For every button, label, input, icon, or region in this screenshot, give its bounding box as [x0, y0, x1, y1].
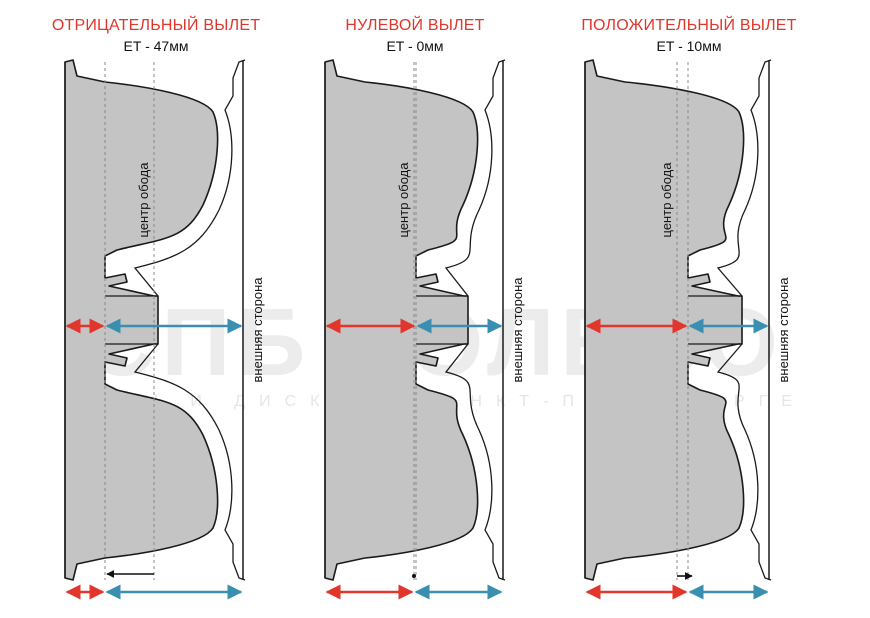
panel-et-zero: ET - 0мм [386, 38, 444, 54]
outer-side-label: внешняя сторона [776, 277, 791, 383]
panel-et-positive: ET - 10мм [656, 38, 722, 54]
rim-inner-contour [64, 59, 246, 581]
center-label: центр обода [396, 162, 411, 238]
panel-title-negative: ОТРИЦАТЕЛЬНЫЙ ВЫЛЕТ [51, 17, 261, 34]
rim-panel-positive: центр обода внешняя сторона [584, 59, 791, 600]
offset-dot [412, 574, 416, 578]
rim-inner-contour [584, 59, 772, 581]
outer-side-label: внешняя сторона [250, 277, 265, 383]
rim-cross-section [584, 59, 745, 581]
rim-inner-contour [324, 59, 506, 581]
panel-title-positive: ПОЛОЖИТЕЛЬНЫЙ ВЫЛЕТ [581, 17, 797, 34]
panel-title-zero: НУЛЕВОЙ ВЫЛЕТ [345, 17, 485, 34]
panel-et-negative: ET - 47мм [123, 38, 189, 54]
center-label: центр обода [659, 162, 674, 238]
rim-panel-zero: центр обода внешняя сторона [324, 59, 525, 600]
outer-side-label: внешняя сторона [510, 277, 525, 383]
rim-cross-section [324, 59, 479, 581]
rim-panel-negative: центр обода внешняя сторона [64, 59, 265, 600]
panels: центр обода внешняя сторона центр обода вне… [64, 59, 791, 600]
center-label: центр обода [136, 162, 151, 238]
